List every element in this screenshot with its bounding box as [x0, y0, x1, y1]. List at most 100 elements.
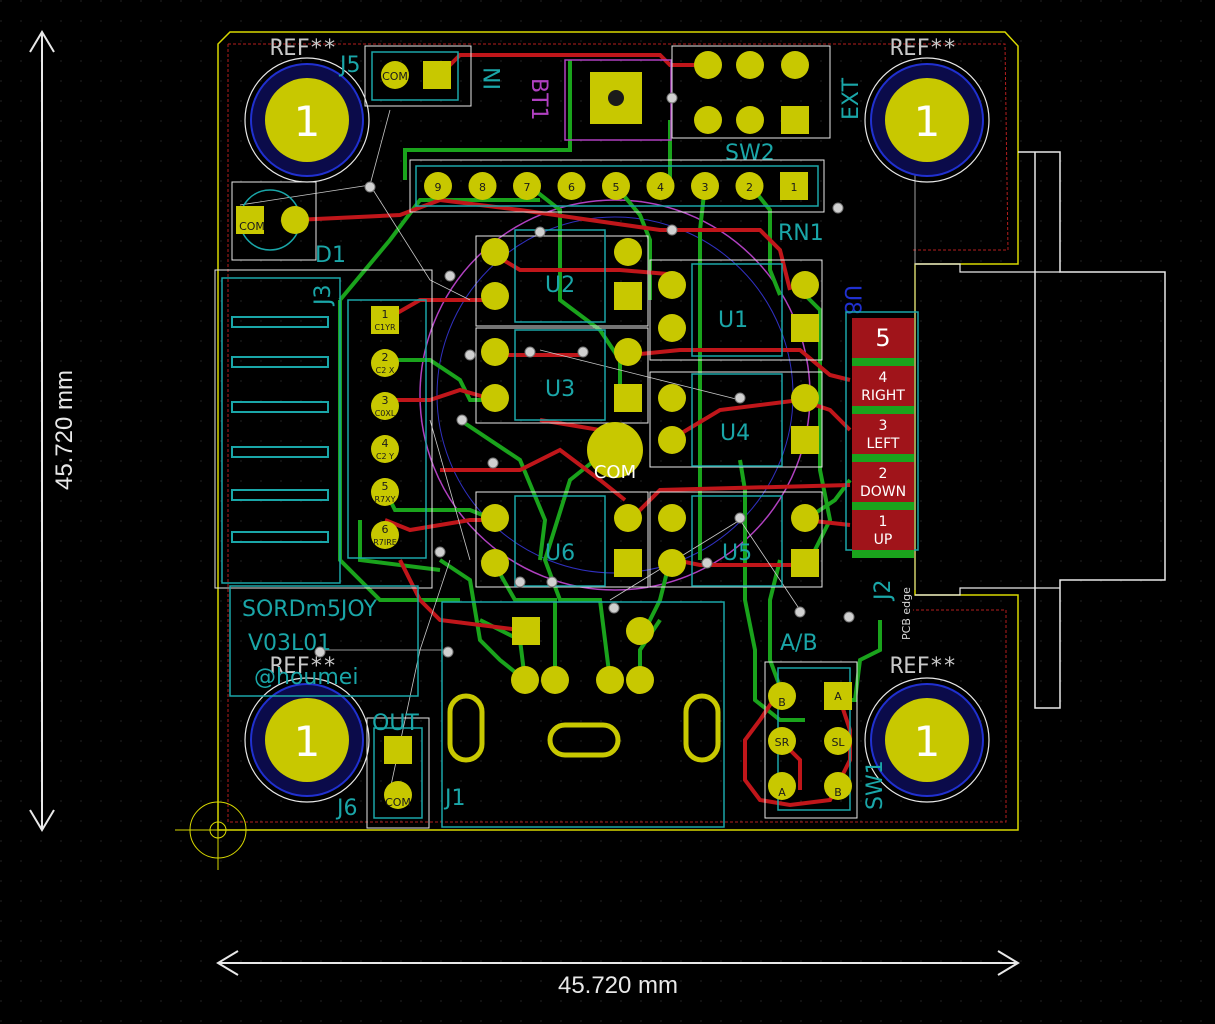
- rn1-pin: 5: [602, 172, 630, 200]
- board-author: @houmei: [254, 665, 358, 690]
- sw1-ref: SW1: [863, 760, 888, 810]
- rn1-pin: 9: [424, 172, 452, 200]
- rn1-pin-label: 1: [791, 181, 798, 194]
- u8-ref: U8: [839, 285, 864, 315]
- edge-pin-label: LEFT: [866, 436, 899, 452]
- edge-pin-label: DOWN: [860, 484, 906, 500]
- bt1-battery[interactable]: BT1: [526, 59, 672, 141]
- rn1-pin-label: 7: [524, 181, 531, 194]
- svg-text:B: B: [834, 786, 842, 799]
- rn1-pin-label: 3: [702, 181, 709, 194]
- j5-ref: J5: [338, 53, 361, 78]
- u5-ref: U5: [722, 541, 752, 566]
- edge-pin-num: 1: [879, 514, 888, 530]
- j5-connector[interactable]: COM J5 IN: [338, 45, 506, 107]
- courtyard: [227, 43, 1009, 823]
- horizontal-dimension-label: 45.720 mm: [558, 972, 678, 999]
- j1-ref: J1: [443, 786, 466, 811]
- svg-text:SR: SR: [775, 736, 790, 749]
- d1-led[interactable]: COM D1: [231, 181, 346, 268]
- rn1-pin-label: 8: [479, 181, 486, 194]
- j3-pin-label: C1YR: [374, 323, 396, 332]
- com-pad-label: COM: [239, 220, 265, 233]
- in-label: IN: [481, 67, 506, 90]
- horizontal-dimension: [216, 950, 1020, 976]
- edge-pin-num: 2: [879, 466, 888, 482]
- out-label: OUT: [372, 711, 419, 736]
- j6-connector[interactable]: COM OUT J6: [335, 711, 430, 829]
- rn1-pin: 6: [557, 172, 586, 200]
- hole-number: 1: [294, 717, 321, 766]
- edge-pin-num: 4: [879, 370, 888, 386]
- j3-pin-label: R7XY: [374, 495, 395, 504]
- bt1-ref: BT1: [526, 78, 551, 121]
- svg-text:COM: COM: [382, 70, 408, 83]
- svg-text:A: A: [778, 786, 786, 799]
- rn1-pin: 2: [735, 172, 764, 200]
- mounting-hole-tl: 1 REF**: [244, 36, 370, 183]
- j3-pin: 4C2 Y: [371, 435, 399, 463]
- rn1-pin: 3: [691, 172, 719, 200]
- origin-marker: [175, 795, 250, 870]
- u1-ref: U1: [718, 308, 748, 333]
- j3-connector[interactable]: J3: [214, 269, 433, 589]
- j3-pin: 2C2 X: [371, 349, 399, 377]
- j3-pin-num: 6: [382, 523, 389, 536]
- vertical-dimension-label: 45.720 mm: [51, 370, 78, 490]
- u6-ref: U6: [545, 541, 575, 566]
- j3-pin-num: 3: [382, 394, 389, 407]
- j3-ref: J3: [311, 285, 336, 308]
- center-com-label: COM: [594, 462, 636, 483]
- rn1-pin: 4: [646, 172, 675, 200]
- j3-pin-num: 1: [382, 308, 389, 321]
- j6-com-label: COM: [385, 796, 411, 809]
- board-name: SORDm5JOY: [242, 597, 378, 622]
- svg-text:B: B: [778, 696, 786, 709]
- rn1-pin: 7: [513, 172, 541, 200]
- edge-pin-label: RIGHT: [861, 388, 905, 404]
- center-com-pad[interactable]: COM: [587, 422, 643, 483]
- j3-pin-label: R7IRE: [373, 538, 397, 547]
- mounting-hole-bl: 1 REF**: [244, 654, 370, 803]
- j6-ref: J6: [335, 796, 358, 821]
- rn1-pin: 8: [468, 172, 497, 200]
- hole-ref: REF**: [890, 654, 956, 679]
- silkscreen-block: SORDm5JOY V03L01 @houmei: [229, 585, 419, 697]
- mounting-hole-br: 1 REF**: [864, 654, 990, 803]
- j3-pin-label: C2 Y: [376, 452, 394, 461]
- rn1-pin-label: 9: [435, 181, 442, 194]
- hole-ref: REF**: [270, 654, 336, 679]
- j2-ref: J2: [871, 580, 896, 603]
- ext-label: EXT: [839, 77, 864, 120]
- rn1-pin: 1: [780, 172, 808, 200]
- j3-pin-num: 2: [382, 351, 389, 364]
- external-outline: [1018, 151, 1166, 709]
- rn1-pin-label: 6: [568, 181, 575, 194]
- j1-connector[interactable]: J1: [441, 601, 725, 828]
- rn1-resistor-network[interactable]: RN1: [409, 159, 825, 246]
- pcb-edge-label: PCB edge: [900, 587, 913, 640]
- svg-text:SL: SL: [831, 736, 845, 749]
- j3-pin-label: C0XL: [375, 409, 396, 418]
- sw2-ref: SW2: [725, 141, 775, 166]
- u4-ref: U4: [720, 421, 750, 446]
- sw1-switch[interactable]: A B SL SR B A A/B SW1: [764, 631, 888, 819]
- sw2-switch[interactable]: EXT SW2: [671, 45, 864, 166]
- ab-label: A/B: [780, 631, 818, 656]
- hole-number: 1: [914, 717, 941, 766]
- edge-pin-num: 3: [879, 418, 888, 434]
- hole-ref: REF**: [890, 36, 956, 61]
- rn1-pin-label: 2: [746, 181, 753, 194]
- u3-ref: U3: [545, 377, 575, 402]
- j3-pin-num: 5: [382, 480, 389, 493]
- hole-ref: REF**: [270, 36, 336, 61]
